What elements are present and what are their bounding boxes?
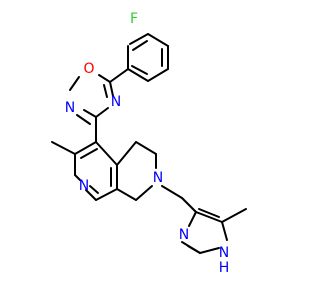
bond — [51, 141, 76, 155]
bond — [109, 68, 129, 83]
bond — [127, 68, 149, 82]
bond — [95, 141, 118, 166]
bond — [135, 185, 153, 201]
bond — [131, 65, 148, 75]
bond — [198, 208, 220, 218]
bond — [116, 141, 137, 166]
imidazole-hydrogen-atom: H — [219, 260, 230, 276]
molecule-structure: F O N N N N N N H — [51, 11, 247, 276]
bond — [83, 109, 97, 118]
bond — [161, 185, 183, 199]
bond — [76, 114, 91, 125]
bond — [221, 221, 228, 241]
oxadiazole-nitrogen-atom: N — [111, 94, 121, 110]
bond — [89, 185, 99, 194]
bond — [98, 74, 111, 83]
bond — [147, 33, 169, 47]
atom-labels: F O N N N N N N H — [65, 11, 230, 276]
bond — [95, 107, 109, 118]
bond — [69, 76, 80, 91]
imidazole-nitrogen-atom: N — [179, 227, 189, 243]
piperidine-nitrogen-atom: N — [153, 170, 163, 186]
bond — [109, 81, 114, 97]
molecule-canvas: F O N N N N N N H — [51, 11, 247, 276]
bonds — [51, 33, 247, 254]
bond — [221, 208, 247, 223]
bond — [80, 148, 98, 159]
bond — [74, 174, 81, 181]
bond — [147, 68, 169, 82]
bond — [74, 141, 97, 155]
bond — [116, 188, 137, 201]
fluorine-atom: F — [130, 11, 138, 27]
bond — [181, 197, 197, 213]
bond — [95, 188, 118, 201]
bond — [132, 40, 148, 51]
bond — [195, 211, 223, 223]
oxadiazole-oxygen-atom: O — [83, 61, 94, 77]
bond — [129, 33, 149, 45]
imidazole-nh-nitrogen-atom: N — [219, 245, 229, 261]
bond — [188, 211, 197, 227]
pyridine-nitrogen-atom: N — [79, 178, 89, 194]
oxadiazole-nitrogen-atom: N — [65, 100, 75, 116]
bond — [85, 189, 97, 201]
bond — [199, 247, 220, 254]
bond — [187, 245, 201, 254]
bond — [135, 141, 157, 155]
bond — [103, 84, 108, 98]
